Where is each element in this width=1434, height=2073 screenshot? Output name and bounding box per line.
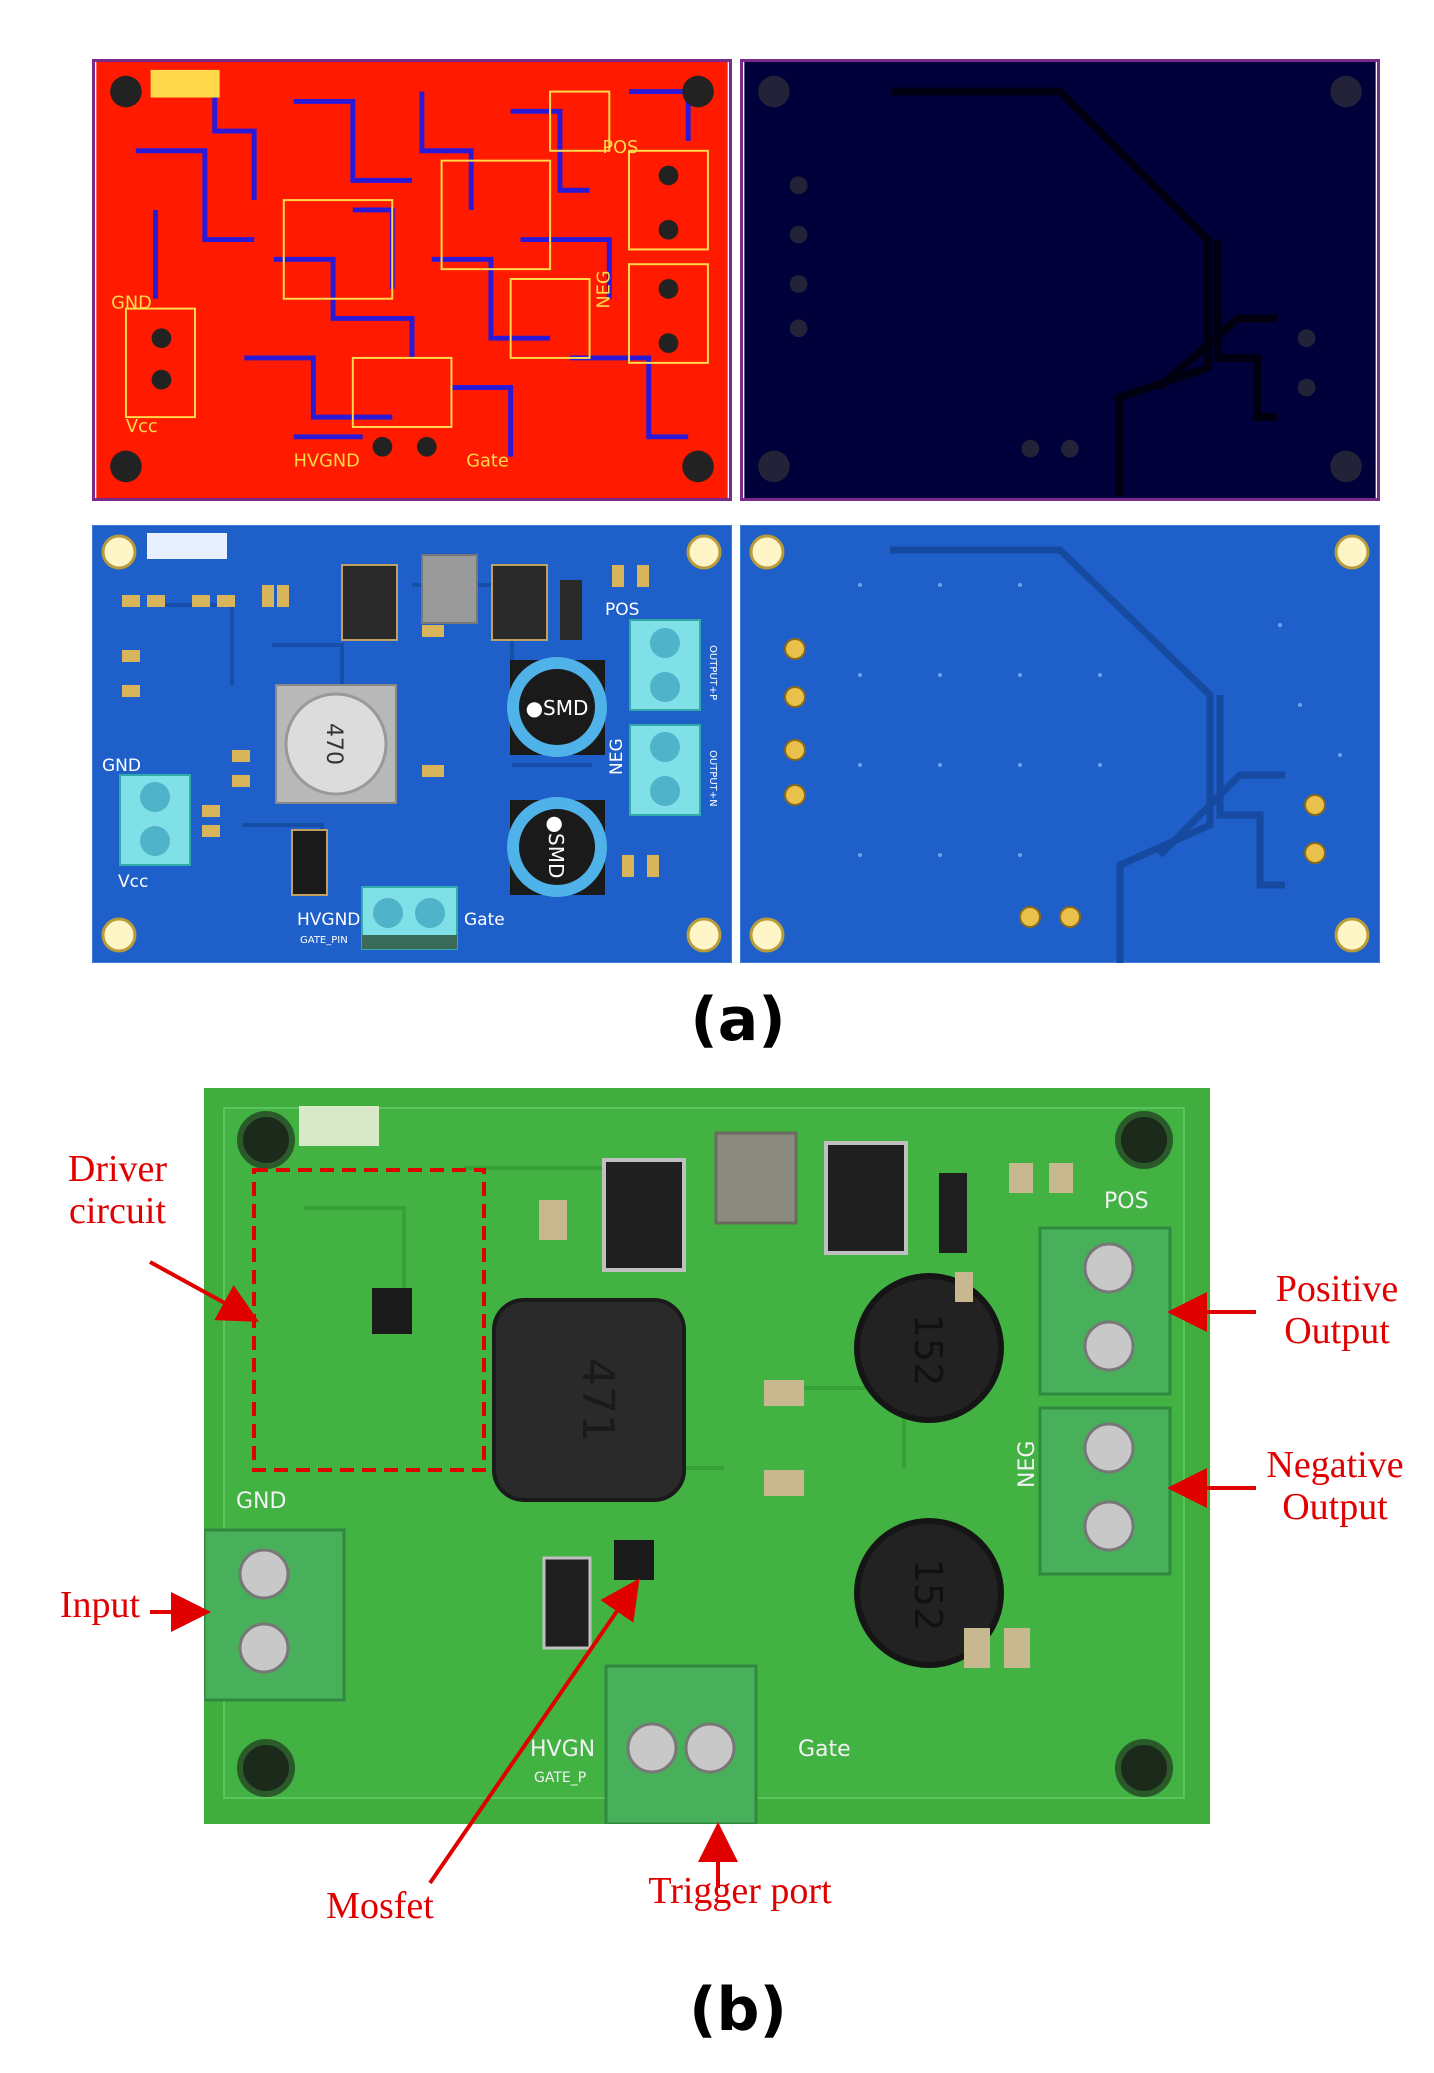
board-photo-svg: 471 152 152 GND P — [204, 1088, 1210, 1824]
photo-neg-label: NEG — [1015, 1441, 1040, 1488]
pcb-3d-gate-pin-label: GATE_PIN — [300, 935, 348, 946]
top-copper-gnd-label: GND — [111, 294, 152, 314]
pcb-3d-inductor-label: 470 — [321, 723, 346, 765]
pcb-3d-bottom-svg — [740, 525, 1380, 963]
top-copper-vcc-label: Vcc — [126, 417, 158, 437]
top-copper-gate-label: Gate — [466, 451, 509, 471]
pcb-3d-neg-label: NEG — [607, 738, 627, 775]
photo-gate-label: Gate — [798, 1737, 851, 1762]
pcb-3d-smd-2-label: ●SMD — [544, 816, 568, 879]
photo-inductor-main-label: 471 — [572, 1358, 623, 1442]
pcb-bottom-copper-view — [740, 59, 1380, 501]
top-copper-pos-label: POS — [602, 138, 638, 158]
subfigure-label-b: (b) — [689, 1975, 787, 2045]
pcb-3d-vcc-label: Vcc — [118, 872, 148, 892]
pcb-top-copper-view: POS GND Vcc HVGND Gate NEG — [92, 59, 732, 501]
pcb-top-copper-svg: POS GND Vcc HVGND Gate NEG — [96, 62, 728, 498]
photo-inductor-1-label: 152 — [906, 1314, 950, 1387]
positive-output-callout: Positive Output — [1275, 1268, 1399, 1352]
photo-hvgnd-label: HVGN — [530, 1737, 595, 1762]
photo-inductor-2-label: 152 — [906, 1559, 950, 1632]
pcb-3d-hvgnd-label: HVGND — [297, 910, 360, 930]
input-callout: Input — [59, 1584, 141, 1626]
trigger-port-callout: Trigger port — [648, 1870, 832, 1912]
mosfet-callout: Mosfet — [326, 1885, 434, 1927]
pcb-3d-output-p-label: OUTPUT+P — [707, 645, 718, 700]
pcb-3d-gnd-label: GND — [102, 756, 141, 776]
pcb-3d-top-svg: 470 ●SMD ●SMD — [92, 525, 732, 963]
pcb-3d-output-n-label: OUTPUT+N — [707, 750, 718, 807]
driver-circuit-callout: Driver circuit — [67, 1148, 168, 1232]
top-copper-neg-label: NEG — [594, 270, 614, 308]
top-copper-hvgnd-label: HVGND — [294, 451, 360, 471]
pcb-3d-smd-1-label: ●SMD — [526, 696, 589, 720]
photo-gate-pin-label: GATE_P — [534, 1770, 586, 1786]
pcb-3d-top-view: 470 ●SMD ●SMD — [92, 525, 732, 963]
subfigure-label-a: (a) — [690, 985, 786, 1055]
photo-pos-label: POS — [1104, 1189, 1149, 1214]
photo-gnd-label: GND — [236, 1489, 286, 1514]
pcb-bottom-copper-svg — [744, 62, 1376, 498]
pcb-3d-pos-label: POS — [605, 600, 639, 620]
pcb-3d-gate-label: Gate — [464, 910, 505, 930]
board-photo: 471 152 152 GND P — [204, 1088, 1210, 1824]
pcb-3d-bottom-view — [740, 525, 1380, 963]
negative-output-callout: Negative Output — [1266, 1444, 1404, 1528]
